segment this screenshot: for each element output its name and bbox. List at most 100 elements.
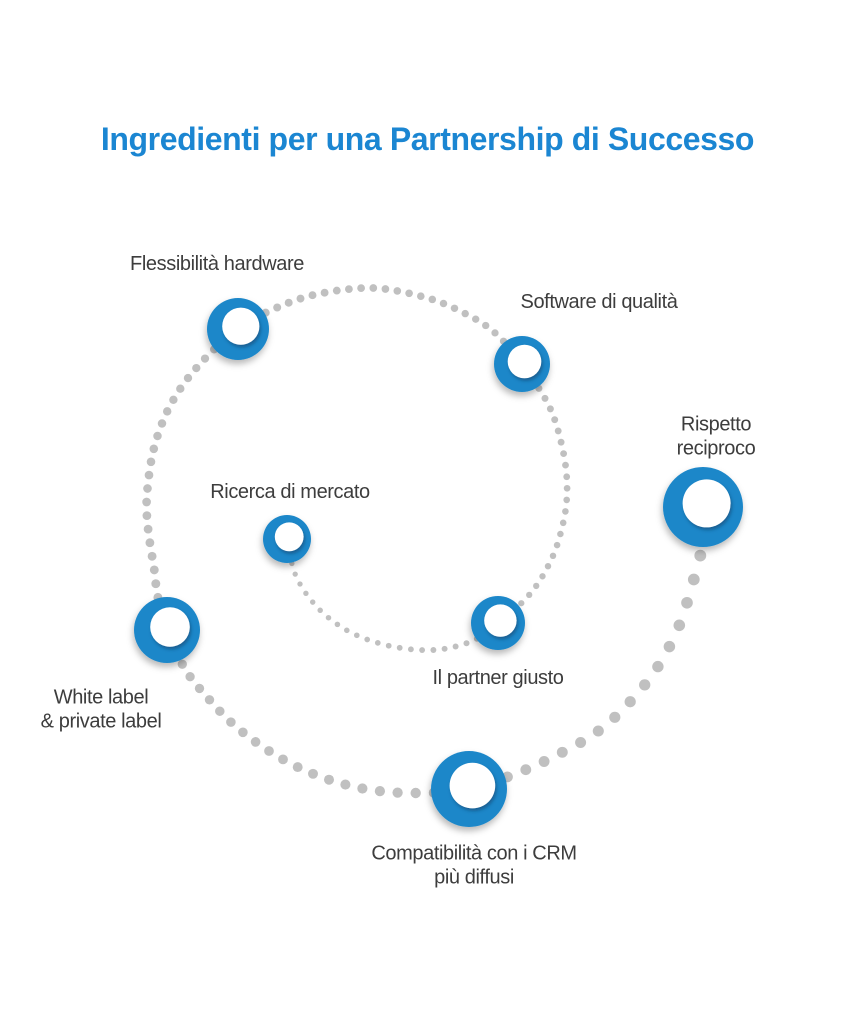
path-dot [491, 329, 499, 337]
path-dot [405, 289, 413, 298]
path-dot [441, 645, 448, 652]
path-dot [238, 727, 248, 738]
path-dot [592, 725, 604, 737]
path-dot [673, 619, 686, 632]
path-dot [393, 287, 402, 295]
path-dot [609, 711, 621, 723]
path-dot [663, 640, 676, 653]
path-dot [554, 427, 562, 435]
path-dot [687, 573, 700, 586]
path-dot [292, 571, 298, 577]
node-partner-marker [471, 596, 525, 650]
path-dot [520, 764, 532, 776]
label-rispetto-reciproco: Rispetto reciproco [676, 413, 756, 459]
path-dot [344, 627, 350, 634]
path-dot [374, 785, 386, 797]
path-dot [533, 582, 540, 590]
path-dot [176, 384, 185, 393]
path-dot [303, 590, 309, 596]
path-dot [681, 596, 693, 609]
path-dot [284, 298, 293, 307]
path-dot [410, 787, 421, 799]
path-dot [557, 530, 564, 538]
path-dot [563, 496, 571, 504]
path-dot [392, 787, 403, 798]
path-dot [169, 395, 178, 404]
path-dot [149, 565, 159, 575]
path-dot [551, 416, 559, 424]
node-center [274, 522, 304, 552]
path-dot [278, 754, 288, 765]
node-software-marker [494, 336, 550, 392]
path-dot [553, 541, 561, 549]
path-dot [562, 508, 569, 515]
path-dot [463, 640, 470, 647]
path-dot [353, 632, 360, 639]
page-title: Ingredienti per una Partnership di Succe… [100, 121, 755, 157]
label-ricerca-di-mercato: Ricerca di mercato [210, 481, 370, 504]
path-dot [143, 484, 152, 493]
path-dot [539, 573, 546, 580]
path-dot [417, 292, 425, 301]
path-dot [308, 291, 317, 300]
label-il-partner-giusto: Il partner giusto [432, 667, 564, 690]
path-dot [145, 538, 155, 548]
path-dot [162, 407, 172, 416]
path-dot [296, 294, 305, 303]
path-dot [694, 549, 707, 562]
path-dot [518, 600, 525, 607]
path-dot [430, 647, 437, 653]
path-dot [450, 304, 459, 313]
path-dot [192, 363, 201, 373]
path-dot [340, 779, 351, 790]
label-software-di-qualita: Software di qualità [520, 291, 678, 314]
node-center [222, 307, 260, 345]
path-dot [250, 737, 261, 747]
path-dot [559, 519, 567, 527]
spiral-dotted-path [142, 284, 709, 799]
path-dot [563, 473, 571, 481]
path-dot [151, 579, 161, 589]
path-dot [357, 783, 368, 794]
path-dot [546, 405, 554, 413]
path-dot [549, 552, 557, 560]
path-dot [374, 640, 381, 646]
path-dot [204, 695, 215, 705]
label-white-private-label: White label & private label [40, 686, 162, 732]
path-dot [146, 457, 156, 467]
path-dot [557, 438, 565, 446]
path-dot [381, 285, 390, 293]
path-dot [461, 309, 469, 318]
node-center [507, 344, 542, 379]
path-dot [439, 299, 448, 308]
path-dot [194, 683, 205, 694]
path-dot [385, 642, 392, 649]
path-dot [200, 354, 210, 363]
path-dot [407, 646, 414, 653]
node-flessibilita-marker [207, 298, 269, 360]
path-dot [142, 497, 151, 507]
path-dot [309, 599, 316, 605]
path-dot [541, 394, 549, 402]
path-dot [538, 756, 550, 767]
path-dot [652, 660, 664, 673]
path-dot [226, 717, 236, 727]
path-dot [142, 511, 152, 520]
path-dot [345, 285, 353, 293]
path-dot [153, 431, 162, 441]
path-dot [526, 591, 533, 599]
path-dot [419, 647, 426, 654]
path-dot [562, 461, 569, 469]
path-dot [292, 762, 303, 773]
path-dot [472, 315, 480, 323]
path-dot [334, 621, 341, 628]
path-dot [157, 419, 167, 428]
path-dot [452, 643, 459, 650]
path-dot [563, 484, 571, 492]
path-dot [624, 696, 636, 708]
path-dot [144, 470, 154, 480]
path-dot [575, 736, 587, 749]
path-dot [215, 706, 225, 716]
